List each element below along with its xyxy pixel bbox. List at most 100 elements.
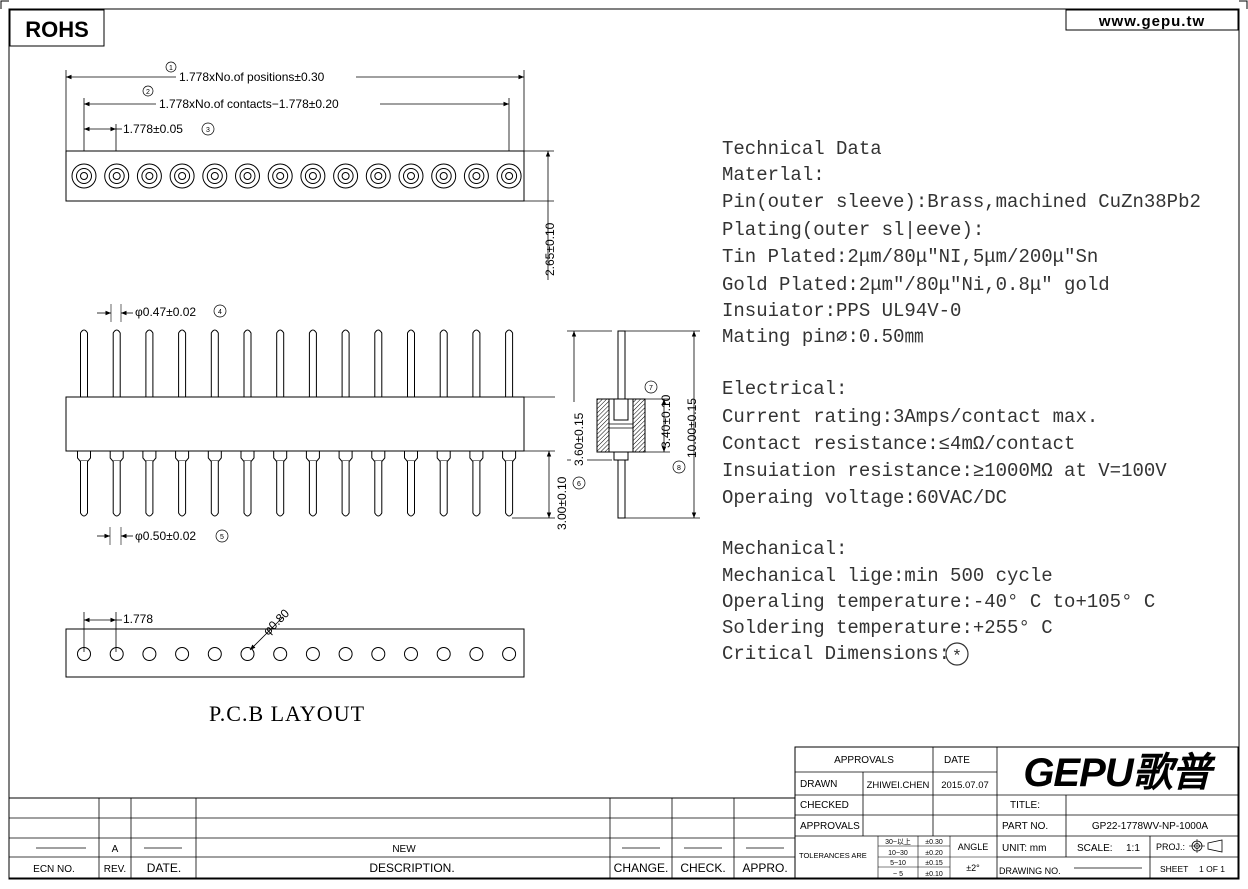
mechanical-line: Mechanical lige:min 500 cycle [722,565,1053,587]
date-header: DATE [944,755,970,766]
rev-col-date: DATE. [147,861,181,875]
drawn-label: DRAWN [800,779,837,790]
title-block: APPROVALS DATE DRAWN ZHIWEI.CHEN 2015.07… [794,746,1239,879]
pcb-hole [207,647,222,661]
side-view-pin [77,329,91,517]
tolerances-label: TOLERANCES ARE [799,851,867,860]
sheet-label: SHEET [1160,864,1188,874]
marker-7: 7 [649,385,653,392]
drawn-by: ZHIWEI.CHEN [867,780,930,791]
part-no-label: PART NO. [1002,821,1048,832]
marker-4: 4 [218,309,222,316]
sheet-value: 1 OF 1 [1199,864,1225,874]
dim-total-length: 10.00±0.15 [685,398,699,458]
tol-value: ±0.30 [925,839,943,846]
scale-label: SCALE: [1077,843,1113,854]
material-line: Gold Plated:2μm"/80μ"Ni,0.8μ" gold [722,274,1110,296]
section-pin-tail [617,459,626,519]
part-no-value: GP22-1778WV-NP-1000A [1092,821,1209,832]
dim-sleeve-length: 3.40±0.10 [659,394,673,448]
pcb-hole [469,647,484,661]
approvals-header: APPROVALS [834,755,894,766]
side-view-insulator [65,396,525,452]
marker-6: 6 [577,481,581,488]
rev-col-rev: REV. [104,864,126,875]
rev-col-ecn: ECN NO. [33,864,75,875]
marker-1: 1 [169,65,173,72]
rev-col-check: CHECK. [680,861,725,875]
sheet-border [8,8,1240,880]
approvals-label: APPROVALS [800,821,860,832]
top-view-socket [431,163,457,189]
top-view: 1 1.778xNo.of positions±0.30 2 1.778xNo.… [65,61,557,280]
material-heading: Materlal: [722,164,825,186]
rohs-box: ROHS [9,9,105,47]
pin-section-view: 3.60±0.15 6 3.40±0.10 7 10.00±0.15 8 [567,330,700,519]
material-line: Tin Plated:2μm/80μ"NI,5μm/200μ"Sn [722,246,1098,268]
revision-value: A [112,844,119,855]
marker-2: 2 [146,89,150,96]
top-view-socket [169,163,195,189]
rev-col-description: DESCRIPTION. [369,861,454,875]
material-line: Pin(outer sleeve):Brass,machined CuZn38P… [722,191,1201,213]
projection-icon [1189,839,1223,853]
dim-tail-length: 3.00±0.10 [555,476,569,530]
top-view-socket [463,163,489,189]
critical-symbol: * [952,648,962,667]
tol-range: 5~10 [890,860,906,867]
pcb-hole [109,647,124,661]
critical-label: Critical Dimensions: [722,643,950,665]
marker-3: 3 [206,127,210,134]
tol-range: 10~30 [888,850,908,857]
revision-block: A NEW ECN NO. REV. DATE. DESCRIPTION. CH… [8,797,796,879]
drawing-no-label: DRAWING NO. [999,866,1061,876]
pcb-outline [65,628,525,678]
electrical-line: Operaing voltage:60VAC/DC [722,487,1007,509]
side-view-pin [404,329,418,517]
tol-value: ±0.10 [925,871,943,878]
technical-data: Technical Data Materlal: Pin(outer sleev… [722,138,1201,667]
dim-insulator-height: 2.65±0.10 [543,222,557,276]
top-view-socket [300,163,326,189]
side-view-pin [436,329,451,517]
material-line: Mating pin∅:0.50㎜ [722,326,923,348]
side-view-pin [240,329,255,517]
pcb-hole [142,647,157,661]
side-view-pin [273,329,288,517]
drawn-date: 2015.07.07 [941,780,989,791]
tol-range: 30~以上 [885,837,911,846]
angle-label: ANGLE [958,842,989,852]
top-view-socket [365,163,391,189]
unit-label: UNIT: mm [1002,843,1046,854]
side-view-pin [109,329,124,517]
angle-value: ±2° [966,863,980,873]
top-view-socket [398,163,424,189]
mechanical-line: Operaling temperature:-40° C to+105° C [722,591,1155,613]
top-view-socket [496,163,522,189]
tol-value: ±0.20 [925,850,943,857]
pcb-hole [305,647,320,661]
side-view-pin [142,329,157,517]
revision-description: NEW [392,844,416,855]
pcb-hole [240,647,255,661]
pcb-hole [436,647,451,661]
website-box: www.gepu.tw [1065,9,1239,31]
mechanical-line: Soldering temperature:+255° C [722,617,1053,639]
side-view-pin [371,329,386,517]
dim-positions: 1.778xNo.of positions±0.30 [179,70,325,84]
material-line: Plating(outer sl|eeve): [722,219,984,241]
side-view-pin [469,329,484,517]
tech-heading: Technical Data [722,138,882,160]
rev-col-appro: APPRO. [742,861,787,875]
pcb-hole [273,647,288,661]
side-view-pin [207,329,222,517]
rohs-label: ROHS [25,17,89,42]
pcb-layout-label: P.C.B LAYOUT [209,701,365,726]
pcb-layout-view: 1.778 φ0.80 P.C.B LAYOUT [65,606,525,726]
mechanical-heading: Mechanical: [722,538,847,560]
proj-label: PROJ.: [1156,842,1185,852]
scale-value: 1:1 [1126,843,1140,854]
marker-5: 5 [220,534,224,541]
pcb-hole [371,647,386,661]
